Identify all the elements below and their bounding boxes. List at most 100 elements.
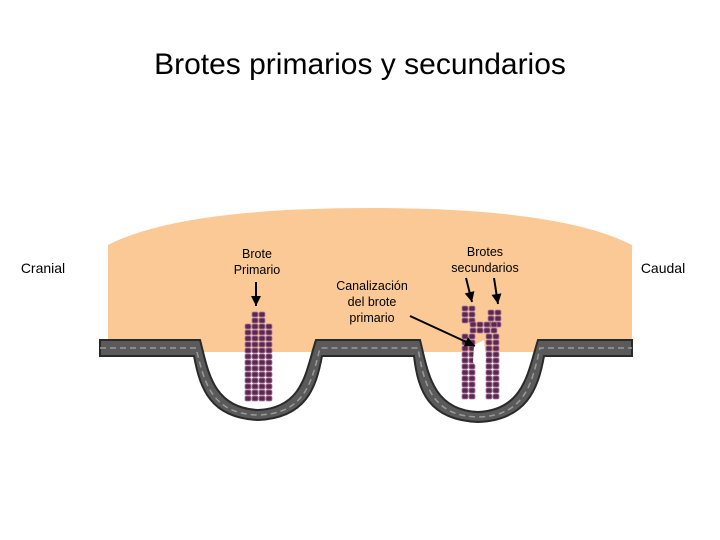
bud-cell (468, 393, 476, 400)
bud-cell (487, 309, 495, 316)
bud-cell (265, 329, 273, 336)
bud-cell (244, 395, 252, 402)
bud-cell (244, 347, 252, 354)
bud-cell (258, 311, 266, 318)
bud-cell (468, 363, 476, 370)
bud-cell (251, 335, 259, 342)
bud-cell (244, 329, 252, 336)
bud-cell (244, 353, 252, 360)
bud-cell (244, 335, 252, 342)
bud-cell (485, 357, 493, 364)
bud-cell (251, 395, 259, 402)
bud-cell (468, 369, 476, 376)
bud-cell (265, 323, 273, 330)
primary-bud-label: Brote Primario (233, 247, 281, 277)
bud-cell (244, 371, 252, 378)
bud-cell (485, 387, 493, 394)
bud-cell (461, 333, 469, 340)
cranial-label: Cranial (20, 260, 66, 276)
bud-cell (251, 377, 259, 384)
bud-cell (461, 305, 469, 312)
secondary-bud-arrow-right-head (491, 293, 502, 304)
bud-cell (251, 329, 259, 336)
bud-cell (492, 375, 500, 382)
bud-cell (258, 341, 266, 348)
bud-cell (461, 311, 469, 318)
bud-cell (265, 341, 273, 348)
caudal-label: Caudal (640, 260, 686, 276)
arrows (251, 277, 502, 347)
bud-cell (468, 311, 476, 318)
bud-cell (461, 375, 469, 382)
bud-cell (251, 365, 259, 372)
bud-cell (461, 387, 469, 394)
bud-cell (251, 341, 259, 348)
bud-cell (251, 317, 259, 324)
bud-cell (251, 353, 259, 360)
bud-cell (476, 321, 484, 328)
bud-cell (258, 347, 266, 354)
bud-cell (485, 363, 493, 370)
secondary-bud-cells (461, 305, 502, 400)
primary-bud-cells (244, 311, 273, 402)
bud-cell (485, 381, 493, 388)
bud-cell (461, 381, 469, 388)
bud-cell (461, 345, 469, 352)
bud-cell (251, 371, 259, 378)
bud-cell (476, 327, 484, 334)
bud-cell (485, 369, 493, 376)
bud-cell (490, 327, 498, 334)
bud-cell (265, 359, 273, 366)
bud-cell (492, 339, 500, 346)
bud-cell (258, 371, 266, 378)
bud-cell (265, 371, 273, 378)
bud-cell (251, 359, 259, 366)
canalization-label: Canalización del brote primario (336, 279, 408, 325)
bud-cell (492, 387, 500, 394)
bud-cell (265, 353, 273, 360)
bud-cell (469, 321, 477, 328)
bud-cell (251, 311, 259, 318)
bud-cell (251, 389, 259, 396)
bud-cell (258, 395, 266, 402)
bud-cell (492, 381, 500, 388)
bud-cell (483, 321, 491, 328)
bud-cell (265, 335, 273, 342)
lumen (473, 340, 486, 372)
bud-cell (265, 383, 273, 390)
bud-cell (251, 347, 259, 354)
canalization-arrow-shaft (409, 315, 476, 347)
mesenchyme-dome (108, 208, 632, 352)
bud-cell (485, 375, 493, 382)
slide-title: Brotes primarios y secundarios (154, 48, 566, 81)
bud-cell (265, 365, 273, 372)
secondary-buds-label: Brotes secundarios (451, 245, 519, 275)
bud-cell (461, 357, 469, 364)
bud-cell (251, 383, 259, 390)
bud-cell (485, 351, 493, 358)
bud-cell (461, 393, 469, 400)
bud-cell (244, 359, 252, 366)
bud-cell (492, 345, 500, 352)
bud-cell (492, 333, 500, 340)
bud-cell (492, 393, 500, 400)
bud-cell (468, 381, 476, 388)
bud-cell (244, 377, 252, 384)
bud-cell (492, 363, 500, 370)
bud-cell (487, 315, 495, 322)
bud-cell (265, 395, 273, 402)
bud-cell (244, 383, 252, 390)
secondary-bud-arrow-left-head (464, 291, 475, 302)
bud-cell (461, 351, 469, 358)
bud-cell (494, 309, 502, 316)
bud-cell (258, 359, 266, 366)
bud-cell (258, 323, 266, 330)
primary-bud-arrow-head (251, 296, 261, 306)
bud-cell (244, 323, 252, 330)
bud-cell (492, 351, 500, 358)
bud-cell (469, 327, 477, 334)
bud-cell (483, 327, 491, 334)
bud-cell (258, 353, 266, 360)
bud-cell (492, 369, 500, 376)
